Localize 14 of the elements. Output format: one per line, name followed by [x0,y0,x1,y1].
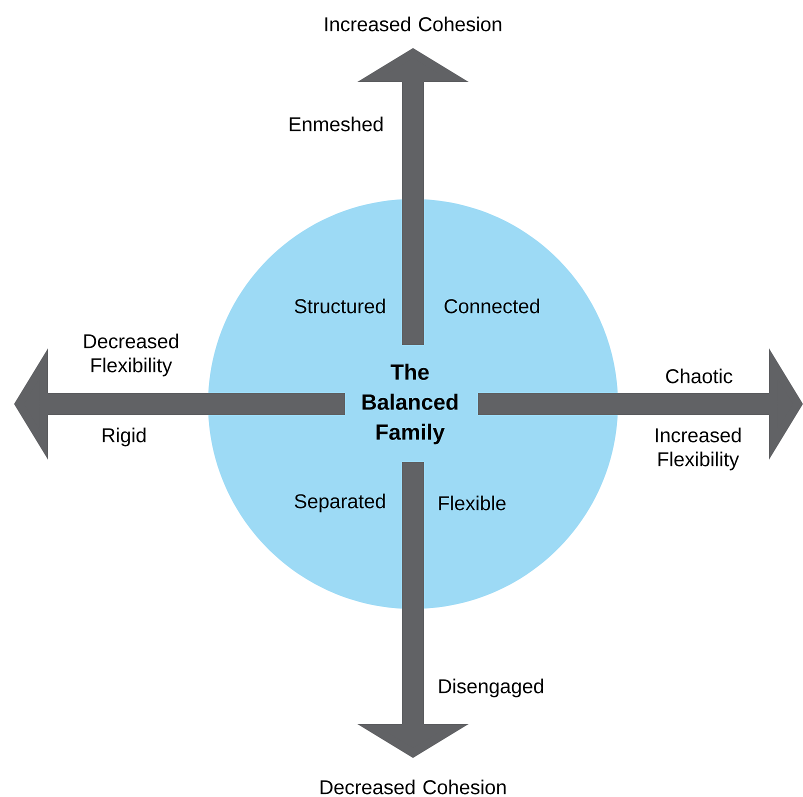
quadrant-label: Connected [444,298,540,314]
axis-label: Chaotic [666,368,732,384]
balanced-family-circle [208,198,618,609]
quadrant-label: Flexible [439,496,506,510]
center-title: The Balanced Family [362,364,458,444]
axis-label: Increased Flexibility [656,428,741,470]
axis-label: Rigid [102,428,146,446]
axis-label: Decreased Flexibility [84,334,178,376]
axis-label: Increased Cohesion [325,16,502,32]
axis-label: Decreased Cohesion [320,780,506,794]
axis-label: Disengaged [439,678,544,698]
axis-label: Enmeshed [290,116,382,132]
quadrant-label: Separated [294,494,385,512]
quadrant-label: Structured [294,298,385,314]
